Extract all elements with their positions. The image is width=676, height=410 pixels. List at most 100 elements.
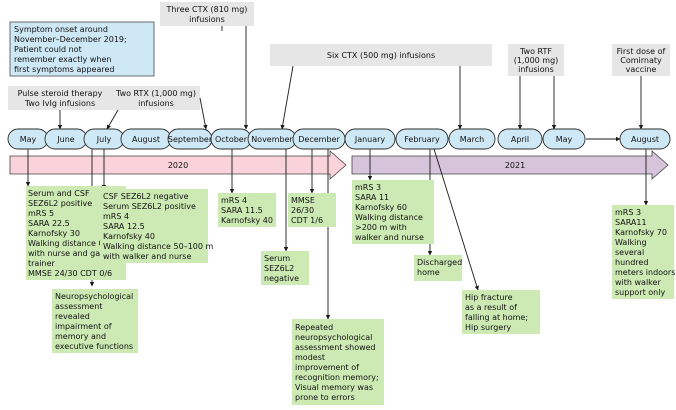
arrow-three-ctx-september: [199, 97, 208, 130]
arrow-six-ctx-november: [280, 65, 294, 130]
finding-box-october-2020: mRS 4 SARA 11.5 Karnofsky 40: [218, 193, 276, 227]
finding-line: negative: [264, 274, 299, 283]
finding-box-discharged-home: Discharged home: [414, 255, 462, 281]
treatment-box-steroid-ivig: Pulse steroid therapy Two IvIg infusions: [8, 86, 112, 110]
finding-line: CDT 1/6: [291, 216, 323, 225]
treatment-box-six-ctx: Six CTX (500 mg) infusions: [270, 44, 492, 66]
finding-line: SARA 12.5: [103, 222, 145, 231]
month-pill-may-2020: May: [7, 128, 49, 150]
finding-box-july-2020: CSF SEZ6L2 negative Serum SEZ6L2 positiv…: [100, 189, 214, 263]
finding-line: Hip surgery: [465, 323, 512, 332]
finding-box-january-2021: mRS 3 SARA 11 Karnofsky 60 Walking dista…: [352, 180, 434, 244]
finding-box-august-2021: mRS 3 SARA11 Karnofsky 70 Walking severa…: [612, 205, 675, 299]
treatment-line: Two RTX (1,000 mg): [115, 89, 196, 98]
month-pill-february-2021: February: [395, 128, 449, 150]
finding-line: with walker: [615, 278, 661, 287]
treatment-line: Comirnaty: [620, 56, 662, 65]
treatment-line: infusions: [189, 15, 225, 24]
finding-box-repeated-neuropsych: Repeated neuropsychological assessment s…: [292, 319, 384, 405]
finding-line: SARA 22.5: [28, 219, 70, 228]
year-label-2021: 2021: [505, 161, 525, 170]
year-label-2020: 2020: [168, 161, 188, 170]
finding-line: hundred: [615, 258, 648, 267]
month-pill-march-2021: March: [448, 128, 496, 150]
finding-line: Karnofsky 40: [221, 216, 273, 225]
finding-line: SARA11: [615, 218, 647, 227]
finding-line: Walking distance 50–100 m: [103, 242, 214, 251]
finding-line: Serum: [264, 254, 290, 263]
finding-line: Karnofsky 40: [103, 232, 155, 241]
month-label: February: [404, 135, 440, 144]
month-label: October: [215, 135, 248, 144]
treatment-box-three-ctx: Three CTX (810 mg) infusions: [160, 2, 254, 26]
month-label: May: [556, 135, 573, 144]
finding-line: mRS 3: [355, 183, 381, 192]
finding-line: MMSE 24/30 CDT 0/6: [28, 269, 112, 278]
month-label: June: [56, 135, 75, 144]
arrow-finding-hip-fracture: [433, 148, 479, 291]
month-label: July: [96, 135, 112, 144]
month-pill-may-2021: May: [542, 128, 586, 150]
month-label: December: [298, 135, 340, 144]
month-pill-august-2020: August: [120, 128, 172, 150]
month-pill-october-2020: October: [210, 128, 252, 150]
finding-line: walker and nurse: [355, 233, 424, 242]
month-pill-november-2020: November: [247, 128, 297, 150]
finding-box-neuropsych: Neuropsychological assessment revealed i…: [52, 289, 138, 353]
month-pill-july-2020: July: [83, 128, 125, 150]
onset-note-line: remember exactly when: [14, 55, 111, 64]
month-label: August: [631, 135, 659, 144]
treatment-line: First dose of: [617, 47, 666, 56]
finding-line: with walker and nurse: [103, 252, 191, 261]
finding-line: with nurse and gait: [28, 249, 106, 258]
finding-line: memory and: [55, 332, 106, 341]
month-pill-january-2021: January: [344, 128, 396, 150]
month-label: September: [168, 135, 213, 144]
finding-line: modest: [295, 353, 325, 362]
month-label: November: [251, 135, 293, 144]
finding-line: assessment showed: [295, 343, 376, 352]
finding-line: Serum SEZ6L2 positive: [103, 202, 196, 211]
finding-line: mRS 4: [103, 212, 129, 221]
finding-line: as a result of: [465, 303, 517, 312]
finding-box-november-2020: Serum SEZ6L2 negative: [261, 251, 309, 285]
month-label: May: [20, 135, 37, 144]
finding-line: support only: [615, 288, 665, 297]
finding-box-december-2020: MMSE 26/30 CDT 1/6: [288, 193, 336, 227]
month-label: April: [511, 135, 529, 144]
finding-line: revealed: [55, 312, 90, 321]
finding-line: recognition memory;: [295, 373, 379, 382]
finding-line: SARA 11.5: [221, 206, 263, 215]
month-pill-june-2020: June: [44, 128, 88, 150]
finding-line: falling at home;: [465, 313, 528, 322]
finding-box-hip-fracture: Hip fracture as a result of falling at h…: [462, 290, 540, 334]
treatment-line: Six CTX (500 mg) infusions: [327, 51, 435, 60]
arrow-rtx: [106, 109, 119, 130]
treatment-line: Two IvIg infusions: [24, 99, 95, 108]
finding-line: SARA 11: [355, 193, 389, 202]
finding-line: Repeated: [295, 323, 333, 332]
finding-line: executive functions: [55, 342, 133, 351]
month-pill-december-2020: December: [292, 128, 346, 150]
finding-line: Neuropsychological: [55, 292, 133, 301]
finding-line: mRS 3: [615, 208, 641, 217]
finding-line: Karnofsky 30: [28, 229, 80, 238]
finding-line: Serum and CSF: [28, 189, 90, 198]
finding-line: home: [417, 268, 440, 277]
treatment-box-comirnaty: First dose of Comirnaty vaccine: [612, 44, 670, 76]
year-arrow-2020: 2020: [9, 150, 347, 180]
onset-note: Symptom onset around November–December 2…: [9, 21, 155, 77]
finding-line: 26/30: [291, 206, 314, 215]
finding-line: SEZ6L2 positive: [28, 199, 92, 208]
finding-line: mRS 5: [28, 209, 54, 218]
finding-line: Karnofsky 60: [355, 203, 407, 212]
finding-line: meters indoors: [615, 268, 675, 277]
finding-line: Walking distance 0–2 m: [28, 239, 123, 248]
finding-line: Walking distance: [355, 213, 423, 222]
finding-line: neuropsychological: [295, 333, 372, 342]
onset-note-line: Symptom onset around: [14, 25, 108, 34]
treatment-line: vaccine: [626, 65, 657, 74]
treatment-line: Three CTX (810 mg): [166, 5, 248, 14]
month-label: January: [354, 135, 386, 144]
